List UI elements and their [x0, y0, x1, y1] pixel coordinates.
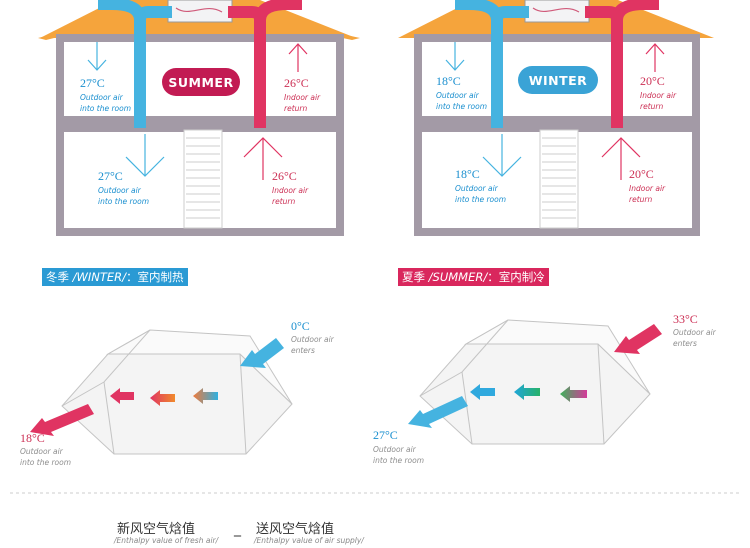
summer-big-arrows [408, 324, 662, 428]
summer-inner-arrow-blue [470, 384, 495, 400]
formula-term1: 新风空气焓值 [117, 522, 196, 537]
winter-enter-note-1: Outdoor air [291, 335, 334, 344]
left-staircase [183, 129, 223, 229]
right-lower-out-note-2: into the room [455, 195, 507, 204]
right-lower-in-note-2: return [629, 195, 653, 204]
left-lower-out-note-1: Outdoor air [98, 186, 141, 195]
winter-exit-note-2: into the room [20, 458, 72, 467]
left-exchanger-swirl [175, 7, 223, 13]
left-upper-blue-arrow [87, 42, 107, 71]
left-house [38, 0, 360, 236]
left-lower-in-note-2: return [272, 197, 296, 206]
right-upper-in-temp: 20°C [640, 74, 665, 88]
winter-enter-temp: 0°C [291, 319, 310, 333]
winter-inner-arrows [110, 388, 218, 406]
formula-term1-en: /Enthalpy value of fresh air/ [114, 536, 219, 545]
right-upper-blue-arrow [445, 42, 465, 71]
winter-exit-temp: 18°C [20, 431, 45, 445]
summer-enter-note-1: Outdoor air [673, 328, 716, 337]
formula-term2-en: /Enthalpy value of air supply/ [254, 536, 364, 545]
right-red-duct-top [611, 0, 659, 21]
left-upper-out-note-1: Outdoor air [80, 93, 123, 102]
right-lower-out-note-1: Outdoor air [455, 184, 498, 193]
right-blue-duct-top [455, 0, 503, 21]
summer-caption-cn2: ：室内制冷 [487, 270, 545, 284]
winter-big-arrows [30, 338, 284, 436]
left-upper-in-temp: 26°C [284, 76, 309, 90]
left-lower-blue-arrow [125, 134, 165, 177]
winter-caption-cn2: ：室内制热 [126, 270, 184, 284]
summer-exit-note-2: into the room [373, 456, 425, 465]
left-upper-out-note-2: into the room [80, 104, 132, 113]
summer-enter-note-2: enters [673, 339, 697, 348]
winter-enter-note-2: enters [291, 346, 315, 355]
winter-season-pill: WINTER [518, 66, 598, 94]
winter-exchanger-prism [61, 329, 293, 455]
summer-exit-note-1: Outdoor air [373, 445, 416, 454]
left-upper-out-temp: 27°C [80, 76, 105, 90]
left-upper-in-note-2: return [284, 104, 308, 113]
formula-term2: 送风空气焓值 [256, 522, 335, 537]
summer-season-pill: SUMMER [162, 68, 240, 96]
formula-operator: _ [234, 521, 241, 537]
winter-caption-en: /WINTER/ [69, 270, 127, 284]
left-upper-red-arrow [288, 43, 308, 72]
left-house-heat-exchanger [167, 0, 233, 23]
summer-caption-cn1: 夏季 [402, 270, 425, 284]
right-staircase [539, 129, 579, 229]
right-upper-out-note-1: Outdoor air [436, 91, 479, 100]
left-house-floor-divider [56, 120, 344, 130]
right-lower-in-temp: 20°C [629, 167, 654, 181]
left-lower-in-note-1: Indoor air [272, 186, 309, 195]
left-lower-out-note-2: into the room [98, 197, 150, 206]
winter-caption-cn1: 冬季 [46, 270, 69, 284]
winter-inner-arrow-orange-blue [193, 388, 218, 404]
summer-exit-temp: 27°C [373, 428, 398, 442]
winter-inner-arrow-red [110, 388, 134, 404]
summer-inner-arrow-blue-green [514, 384, 540, 400]
right-house-heat-exchanger [524, 0, 590, 23]
summer-enter-arrow [614, 324, 662, 354]
left-blue-duct-top [98, 0, 146, 21]
summer-enter-temp: 33°C [673, 312, 698, 326]
left-red-duct-top [254, 0, 302, 21]
summer-exit-arrow [408, 396, 468, 428]
right-upper-out-note-2: into the room [436, 102, 488, 111]
right-lower-in-note-1: Indoor air [629, 184, 666, 193]
summer-inner-arrow-green-pink [560, 386, 587, 402]
winter-exit-note-1: Outdoor air [20, 447, 63, 456]
right-upper-red-arrow [645, 43, 665, 72]
winter-exit-arrow [30, 404, 94, 436]
right-lower-out-temp: 18°C [455, 167, 480, 181]
right-lower-blue-arrow [482, 134, 522, 177]
right-upper-in-note-2: return [640, 102, 664, 111]
right-exchanger-swirl [532, 7, 580, 13]
right-house-floor-divider [414, 120, 700, 130]
summer-caption: 夏季 /SUMMER/：室内制冷 [398, 268, 549, 286]
right-upper-out-temp: 18°C [436, 74, 461, 88]
summer-caption-en: /SUMMER/ [425, 270, 488, 284]
summer-inner-arrows [470, 384, 587, 402]
left-lower-red-arrow [243, 137, 283, 180]
winter-caption: 冬季 /WINTER/：室内制热 [42, 268, 188, 286]
right-lower-red-arrow [601, 137, 641, 180]
summer-exchanger-prism [419, 319, 651, 445]
winter-enter-arrow [240, 338, 284, 368]
right-upper-in-note-1: Indoor air [640, 91, 677, 100]
left-lower-in-temp: 26°C [272, 169, 297, 183]
winter-inner-arrow-orange [150, 390, 175, 406]
left-upper-in-note-1: Indoor air [284, 93, 321, 102]
left-lower-out-temp: 27°C [98, 169, 123, 183]
right-house [398, 0, 714, 236]
